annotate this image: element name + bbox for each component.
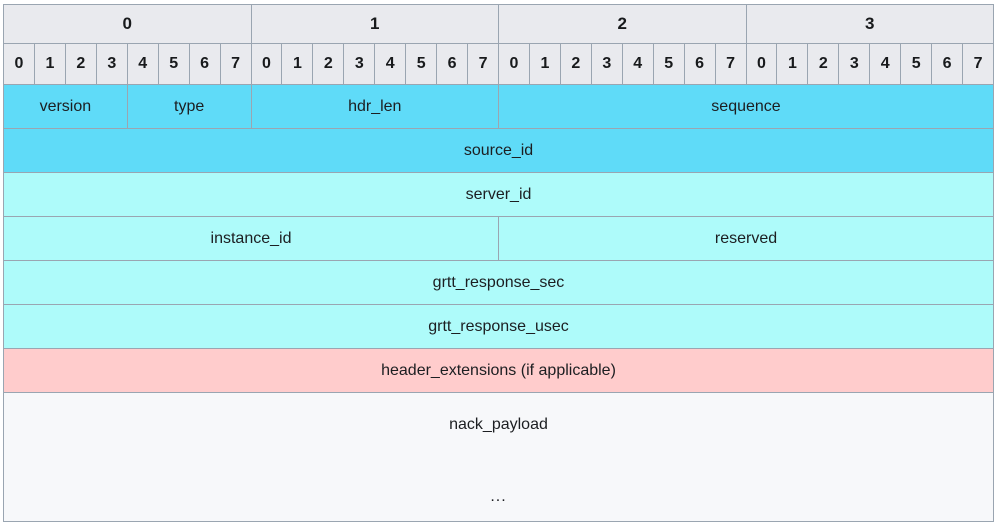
bit-offset-cell: 5 <box>405 43 438 85</box>
bit-offset-cell: 6 <box>683 43 716 85</box>
bit-offset-cell: 2 <box>559 43 592 85</box>
bit-offset-cell: 3 <box>343 43 376 85</box>
packet-field-type: type <box>126 84 252 129</box>
bit-offset-cell: 0 <box>250 43 283 85</box>
bit-offset-cell: 3 <box>838 43 871 85</box>
bit-offset-cell: 2 <box>64 43 97 85</box>
payload-label: nack_payload <box>449 416 548 433</box>
packet-field-row: grtt_response_sec <box>3 260 994 305</box>
packet-field-reserved: reserved <box>498 216 994 261</box>
byte-offset-cell: 3 <box>745 4 994 44</box>
packet-payload-row: nack_payload... <box>3 392 994 522</box>
bit-offset-cell: 4 <box>621 43 654 85</box>
bit-offset-cell: 1 <box>776 43 809 85</box>
bit-offset-cell: 3 <box>95 43 128 85</box>
packet-field-nack-payload: nack_payload... <box>3 392 994 522</box>
bit-offset-cell: 1 <box>528 43 561 85</box>
packet-field-row: header_extensions (if applicable) <box>3 348 994 393</box>
packet-field-row: grtt_response_usec <box>3 304 994 349</box>
packet-field-row: server_id <box>3 172 994 217</box>
bit-offset-cell: 0 <box>745 43 778 85</box>
payload-continuation-ellipsis: ... <box>490 488 507 506</box>
bit-offset-cell: 0 <box>3 43 35 85</box>
packet-field-version: version <box>3 84 128 129</box>
byte-offset-cell: 1 <box>250 4 499 44</box>
byte-offset-cell: 2 <box>498 4 747 44</box>
bit-offset-cell: 5 <box>652 43 685 85</box>
bit-offset-cell: 6 <box>188 43 221 85</box>
bit-offset-cell: 6 <box>931 43 964 85</box>
bit-offset-cell: 7 <box>219 43 252 85</box>
bit-offset-cell: 0 <box>498 43 530 85</box>
bit-offset-cell: 5 <box>900 43 933 85</box>
packet-field-row: source_id <box>3 128 994 173</box>
packet-field-grtt-response-sec: grtt_response_sec <box>3 260 994 305</box>
bit-offset-cell: 1 <box>33 43 66 85</box>
bit-offset-cell: 5 <box>157 43 190 85</box>
bit-offset-cell: 7 <box>467 43 499 85</box>
packet-field-instance-id: instance_id <box>3 216 499 261</box>
packet-field-sequence: sequence <box>498 84 994 129</box>
bit-offset-cell: 7 <box>962 43 994 85</box>
packet-field-grtt-response-usec: grtt_response_usec <box>3 304 994 349</box>
byte-offset-cell: 0 <box>3 4 252 44</box>
bit-offset-cell: 4 <box>869 43 902 85</box>
packet-field-hdr-len: hdr_len <box>250 84 499 129</box>
bit-offset-cell: 2 <box>312 43 345 85</box>
packet-field-header-extensions: header_extensions (if applicable) <box>3 348 994 393</box>
bit-offset-cell: 1 <box>281 43 314 85</box>
bit-offset-cell: 3 <box>590 43 623 85</box>
bit-offset-cell: 4 <box>374 43 407 85</box>
bit-offset-cell: 4 <box>126 43 159 85</box>
packet-field-server-id: server_id <box>3 172 994 217</box>
bit-offset-cell: 2 <box>807 43 840 85</box>
packet-field-source-id: source_id <box>3 128 994 173</box>
bit-offset-cell: 7 <box>714 43 747 85</box>
bit-offset-cell: 6 <box>436 43 469 85</box>
